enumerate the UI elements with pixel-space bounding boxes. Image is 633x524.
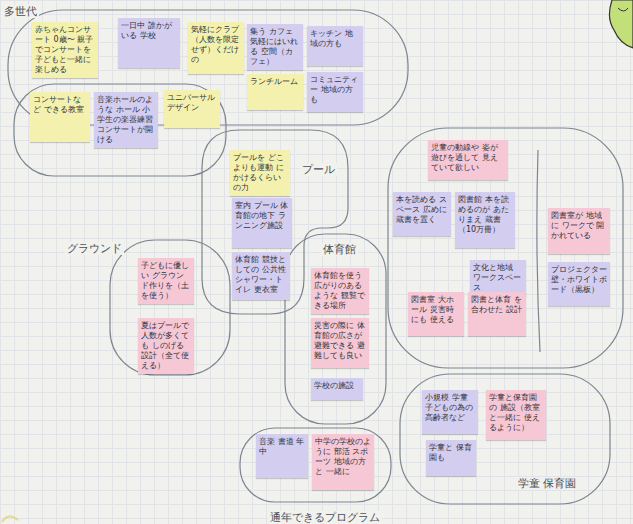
sticky-note: ユニバーサル デザイン: [164, 90, 220, 128]
sticky-note: 図書館 本を読めるのが あたりまえ 蔵書（10万冊）: [455, 192, 515, 248]
sticky-note: 学童と保育園の 施設（教室と一緒に 使えるように）: [486, 390, 546, 440]
region-label: 体育館: [321, 243, 358, 256]
note-text: 小規模 学童 子どもの為の 高齢者など: [425, 393, 475, 423]
label-holder: 多世代: [2, 0, 39, 19]
corner-sketch: [2, 516, 18, 522]
region-label: プール: [300, 163, 337, 176]
group-region: 通年できるプログラム 音楽 書道 年中中学の学校のように 部活 スポーツ 地域の方…: [238, 426, 393, 522]
region-outline: [240, 428, 391, 502]
note-text: 図書館 本を読めるのが あたりまえ 蔵書（10万冊）: [458, 195, 512, 235]
divider-line: [537, 150, 540, 352]
note-text: 体育館を使う 広がりのある ような 観覧できる場所: [314, 271, 366, 311]
sticky-note: 室内 プール 体育館の地下 ランニング施設: [232, 198, 292, 248]
note-text: 災害の際に 体育館の広さが 避難できる 避難しても良い: [314, 321, 366, 361]
label-holder: プール: [300, 158, 337, 177]
note-text: プールを どこよりも運動 にかけるくらいの力: [233, 153, 287, 193]
region-label: 多世代: [2, 5, 39, 18]
sticky-note: コンサートなど できる教室: [30, 92, 90, 142]
sticky-note: 図書と体育 を合わせた 設計: [468, 292, 526, 336]
note-text: 室内 プール 体育館の地下 ランニング施設: [235, 201, 289, 231]
note-text: プロジェクター 壁・ホワイトボード（黒板）: [551, 265, 607, 295]
note-text: 気軽にクラブ（人数を限定せず）くだけの: [191, 25, 241, 65]
label-holder: 体育館: [321, 238, 358, 257]
note-text: 音楽 書道 年中: [259, 437, 305, 457]
sticky-note: 図書室が 地域に ワークで 開かれている: [548, 208, 610, 254]
character-sketch: [609, 0, 633, 48]
sticky-note: 小規模 学童 子どもの為の 高齢者など: [422, 390, 478, 434]
region-outline: [285, 234, 386, 424]
sticky-note: 体育館を使う 広がりのある ような 観覧できる場所: [311, 268, 369, 314]
group-outline: [388, 128, 623, 368]
sticky-note: 学校の施設: [311, 378, 363, 400]
sticky-note: 中学の学校のように 部活 スポーツ 地域の方と 一緒に: [312, 434, 374, 490]
sticky-note: 図書室 大ホール 災害時にも 使える: [408, 292, 464, 336]
character-sketch: [618, 8, 628, 11]
region-label: グラウンド: [65, 242, 124, 255]
note-text: 図書室が 地域に ワークで 開かれている: [551, 211, 607, 241]
note-text: キッチン 地域の方も: [310, 29, 360, 49]
region-outline: [110, 240, 230, 375]
sticky-note: 本を読める スペース 広めに 蔵書を置く: [393, 192, 451, 236]
sticky-note: プロジェクター 壁・ホワイトボード（黒板）: [548, 262, 610, 306]
note-text: 児童の動線や 姿が 遊びを通して 見えていて欲しい: [431, 143, 505, 173]
note-text: 学童と保育園の 施設（教室と一緒に 使えるように）: [489, 393, 543, 433]
sticky-note: 児童の動線や 姿が 遊びを通して 見えていて欲しい: [428, 140, 508, 180]
note-text: 夏はプールで 人数が多くても しのげる設計（全て使える）: [141, 321, 191, 371]
sticky-note: ランチルーム: [247, 74, 303, 110]
sticky-note: 文化と地域 ワークスペース: [470, 260, 526, 296]
sticky-note: 夏はプールで 人数が多くても しのげる設計（全て使える）: [138, 318, 194, 374]
note-text: 文化と地域 ワークスペース: [473, 263, 523, 293]
note-text: 学童と 保育園も: [429, 443, 473, 463]
sticky-note: 学童と 保育園も: [426, 440, 476, 476]
group-outline: [14, 84, 226, 176]
note-text: 学校の施設: [314, 381, 360, 391]
note-text: 一日中 誰かがいる 学校: [121, 21, 177, 41]
sticky-note: プールを どこよりも運動 にかけるくらいの力: [230, 150, 290, 196]
region-outline: [400, 374, 610, 504]
note-text: ユニバーサル デザイン: [167, 93, 217, 113]
note-text: 図書室 大ホール 災害時にも 使える: [411, 295, 461, 325]
note-text: 集う カフェ 気軽にはいれる 空間（カフェ）: [250, 27, 300, 67]
note-text: 子どもに優しい グラウンド作りを（土を使う）: [141, 261, 191, 301]
note-text: コンサートなど できる教室: [33, 95, 87, 115]
sticky-note: 集う カフェ 気軽にはいれる 空間（カフェ）: [247, 24, 303, 70]
sticky-note: 音楽 書道 年中: [256, 434, 308, 478]
note-text: 中学の学校のように 部活 スポーツ 地域の方と 一緒に: [315, 437, 371, 477]
sticky-note: 音楽ホールのような ホール 小学生の楽器練習 コンサートが開ける: [94, 92, 158, 148]
note-text: 図書と体育 を合わせた 設計: [471, 295, 523, 315]
group-region: 体育館体育館を使う 広がりのある ような 観覧できる場所災害の際に 体育館の広さ…: [283, 232, 388, 428]
sticky-note: 赤ちゃんコンサート 0歳〜 親子でコンサートを 子どもと一緒に楽しめる: [32, 22, 98, 78]
group-region: 学童 保育園 小規模 学童 子どもの為の 高齢者など学童と保育園の 施設（教室と一…: [398, 372, 612, 508]
region-label: 通年できるプログラム: [268, 511, 382, 524]
label-holder: グラウンド: [65, 237, 124, 256]
sticky-note: 子どもに優しい グラウンド作りを（土を使う）: [138, 258, 194, 304]
group-region: グラウンド子どもに優しい グラウンド作りを（土を使う） 夏はプールで 人数が多くて…: [65, 235, 235, 380]
sticky-note: 一日中 誰かがいる 学校: [118, 18, 180, 68]
sticky-note: キッチン 地域の方も: [307, 26, 363, 66]
note-text: 本を読める スペース 広めに 蔵書を置く: [396, 195, 448, 225]
sticky-note: 災害の際に 体育館の広さが 避難できる 避難しても良い: [311, 318, 369, 368]
sticky-note: 気軽にクラブ（人数を限定せず）くだけの: [188, 22, 244, 74]
note-text: 体育館 競技としての 公共性 シャワー・トイレ 更衣室: [235, 255, 287, 295]
note-text: 音楽ホールのような ホール 小学生の楽器練習 コンサートが開ける: [97, 95, 155, 145]
note-text: 赤ちゃんコンサート 0歳〜 親子でコンサートを 子どもと一緒に楽しめる: [35, 25, 95, 75]
region-label: 学童 保育園: [516, 477, 579, 490]
note-text: コミュニティー 地域の方も: [310, 75, 360, 105]
label-holder: 通年できるプログラム: [268, 506, 382, 524]
sticky-note: 体育館 競技としての 公共性 シャワー・トイレ 更衣室: [232, 252, 290, 300]
note-text: ランチルーム: [250, 77, 300, 87]
sticky-note: コミュニティー 地域の方も: [307, 72, 363, 112]
label-holder: 学童 保育園: [516, 472, 579, 491]
